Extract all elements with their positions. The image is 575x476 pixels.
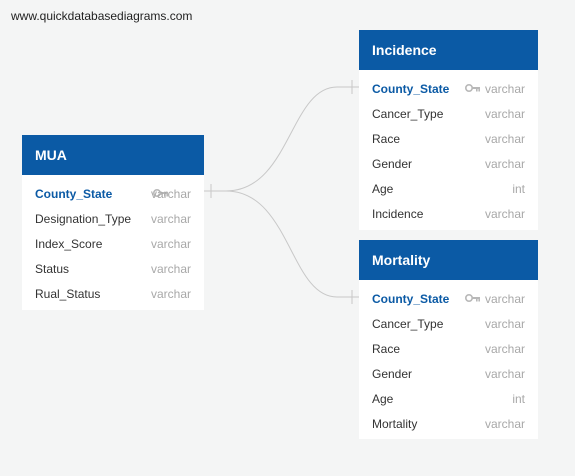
field-row[interactable]: Status varchar <box>22 256 204 281</box>
table-mortality[interactable]: Mortality County_State varchar Cancer_Ty… <box>359 240 538 439</box>
table-title-mortality[interactable]: Mortality <box>359 240 538 280</box>
table-mua[interactable]: MUA County_State varchar Designation_Typ… <box>22 135 204 310</box>
relationship-line-mua-incidence[interactable] <box>204 86 359 192</box>
field-type: varchar <box>484 367 525 381</box>
table-title-mua[interactable]: MUA <box>22 135 204 175</box>
field-name: Gender <box>372 367 413 381</box>
field-name: Designation_Type <box>35 212 132 226</box>
field-row[interactable]: Race varchar <box>359 336 538 361</box>
field-row[interactable]: County_State varchar <box>22 181 204 206</box>
field-row[interactable]: Age int <box>359 176 538 201</box>
key-icon <box>465 294 480 302</box>
field-name: Rual_Status <box>35 287 101 301</box>
field-row[interactable]: Mortality varchar <box>359 411 538 436</box>
table-title-incidence[interactable]: Incidence <box>359 30 538 70</box>
field-type: varchar <box>484 132 525 146</box>
field-type: varchar <box>484 342 525 356</box>
field-name: Cancer_Type <box>372 317 444 331</box>
field-row[interactable]: Gender varchar <box>359 151 538 176</box>
field-type: varchar <box>150 287 191 301</box>
table-incidence[interactable]: Incidence County_State varchar Cancer_Ty… <box>359 30 538 230</box>
table-fields-mortality: County_State varchar Cancer_Type varchar… <box>359 280 538 441</box>
field-row[interactable]: Incidence varchar <box>359 201 538 226</box>
field-type: varchar <box>484 207 525 221</box>
field-type: varchar <box>150 212 191 226</box>
field-type: int <box>512 182 525 196</box>
field-name: Age <box>372 392 394 406</box>
field-type: varchar <box>150 237 191 251</box>
field-row[interactable]: Cancer_Type varchar <box>359 101 538 126</box>
table-fields-mua: County_State varchar Designation_Type va… <box>22 175 204 311</box>
field-row[interactable]: County_State varchar <box>359 76 538 101</box>
key-icon <box>465 84 480 92</box>
field-name: Age <box>372 182 394 196</box>
field-name-pk: County_State <box>372 292 450 306</box>
field-name: Mortality <box>372 417 418 431</box>
field-name: Cancer_Type <box>372 107 444 121</box>
field-type: varchar <box>484 417 525 431</box>
field-row[interactable]: Rual_Status varchar <box>22 281 204 306</box>
field-row[interactable]: Age int <box>359 386 538 411</box>
field-name-pk: County_State <box>372 82 450 96</box>
field-type: varchar <box>484 157 525 171</box>
field-type: varchar <box>484 317 525 331</box>
field-type: varchar <box>150 262 191 276</box>
field-type: varchar <box>484 292 525 306</box>
field-row[interactable]: County_State varchar <box>359 286 538 311</box>
field-row[interactable]: Race varchar <box>359 126 538 151</box>
field-type: varchar <box>150 187 191 201</box>
key-icon <box>153 189 168 197</box>
field-name-pk: County_State <box>35 187 113 201</box>
field-row[interactable]: Designation_Type varchar <box>22 206 204 231</box>
field-type: varchar <box>484 82 525 96</box>
field-name: Incidence <box>372 207 424 221</box>
field-row[interactable]: Index_Score varchar <box>22 231 204 256</box>
field-row[interactable]: Gender varchar <box>359 361 538 386</box>
field-type: int <box>512 392 525 406</box>
field-type: varchar <box>484 107 525 121</box>
field-row[interactable]: Cancer_Type varchar <box>359 311 538 336</box>
watermark-text: www.quickdatabasediagrams.com <box>11 9 193 23</box>
field-name: Race <box>372 342 401 356</box>
table-fields-incidence: County_State varchar Cancer_Type varchar… <box>359 70 538 231</box>
field-name: Index_Score <box>35 237 103 251</box>
field-name: Status <box>35 262 70 276</box>
field-name: Gender <box>372 157 413 171</box>
field-name: Race <box>372 132 401 146</box>
relationship-line-mua-mortality[interactable] <box>204 190 359 298</box>
